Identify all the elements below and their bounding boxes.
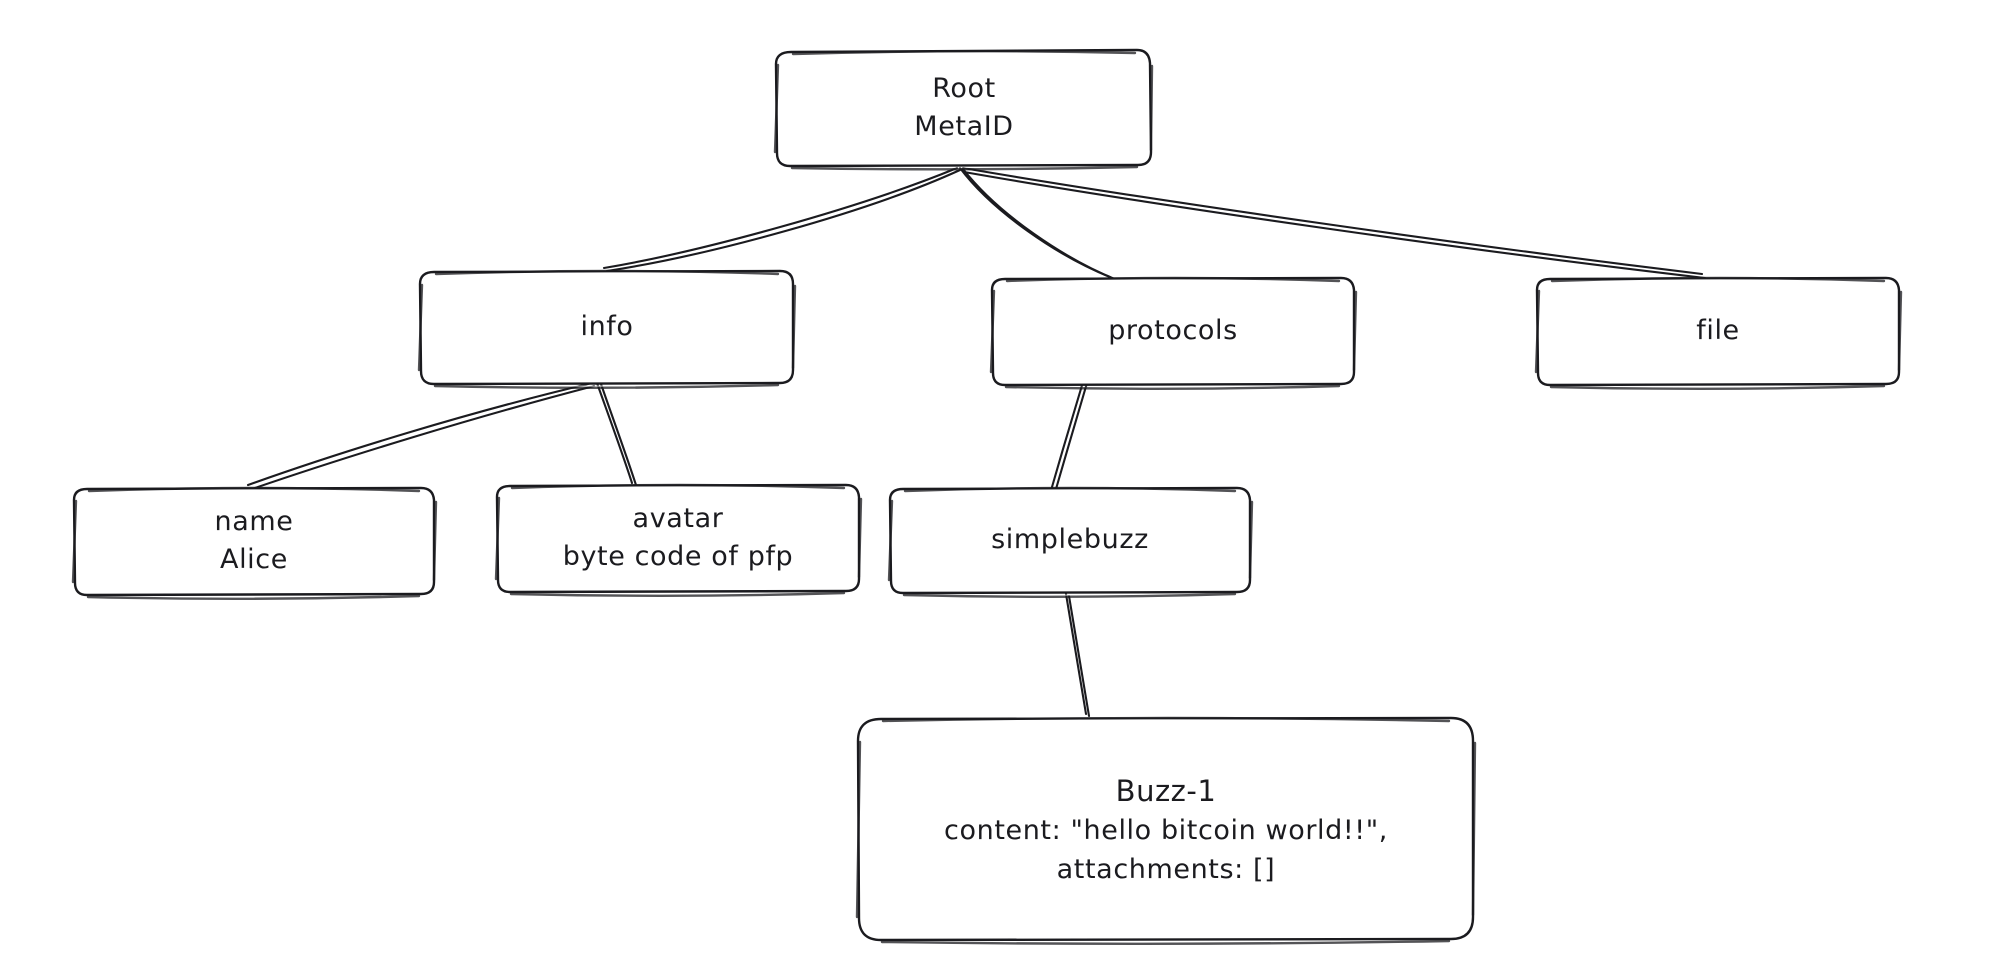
node-info-line1: info [580,310,634,342]
node-name-line1: name [214,505,294,537]
node-protocols-line1: protocols [1108,314,1238,346]
node-avatar-labels: avatar byte code of pfp [549,500,808,577]
node-avatar-line1: avatar [632,502,724,534]
node-simplebuzz-labels: simplebuzz [977,521,1163,559]
edge-root-protocols [958,166,1119,282]
node-file-labels: file [1682,312,1754,350]
edge-info-avatar [595,381,638,487]
node-name-labels: name Alice [201,503,308,580]
node-root-line1: Root [932,72,996,104]
node-buzz1-attachments: attachments: [] [1056,853,1276,885]
node-file[interactable]: file [1534,275,1903,390]
node-root[interactable]: Root MetaID [773,48,1154,171]
node-simplebuzz[interactable]: simplebuzz [887,485,1254,598]
node-name-line2: Alice [220,544,288,575]
node-buzz1-content: content: "hello bitcoin world!!", [944,815,1388,847]
node-root-line2: MetaID [914,111,1014,142]
edge-root-info [602,166,962,273]
node-protocols[interactable]: protocols [989,275,1358,390]
node-info-labels: info [566,308,647,346]
node-name[interactable]: name Alice [71,485,438,600]
node-file-line1: file [1696,314,1740,346]
edge-protocols-simplebuzz [1050,380,1089,491]
node-buzz1-labels: Buzz-1 content: "hello bitcoin world!!",… [930,771,1402,889]
edge-simplebuzz-buzz1 [1064,592,1091,718]
node-avatar-line2: byte code of pfp [562,541,794,572]
node-avatar[interactable]: avatar byte code of pfp [494,482,863,597]
node-simplebuzz-line1: simplebuzz [991,523,1149,555]
node-protocols-labels: protocols [1094,312,1252,350]
node-buzz1-title: Buzz-1 [1115,774,1217,809]
node-root-labels: Root MetaID [900,70,1027,147]
edge-root-file [961,166,1707,280]
node-buzz1[interactable]: Buzz-1 content: "hello bitcoin world!!",… [855,715,1477,945]
node-info[interactable]: info [417,268,797,389]
edge-info-name [246,381,596,491]
